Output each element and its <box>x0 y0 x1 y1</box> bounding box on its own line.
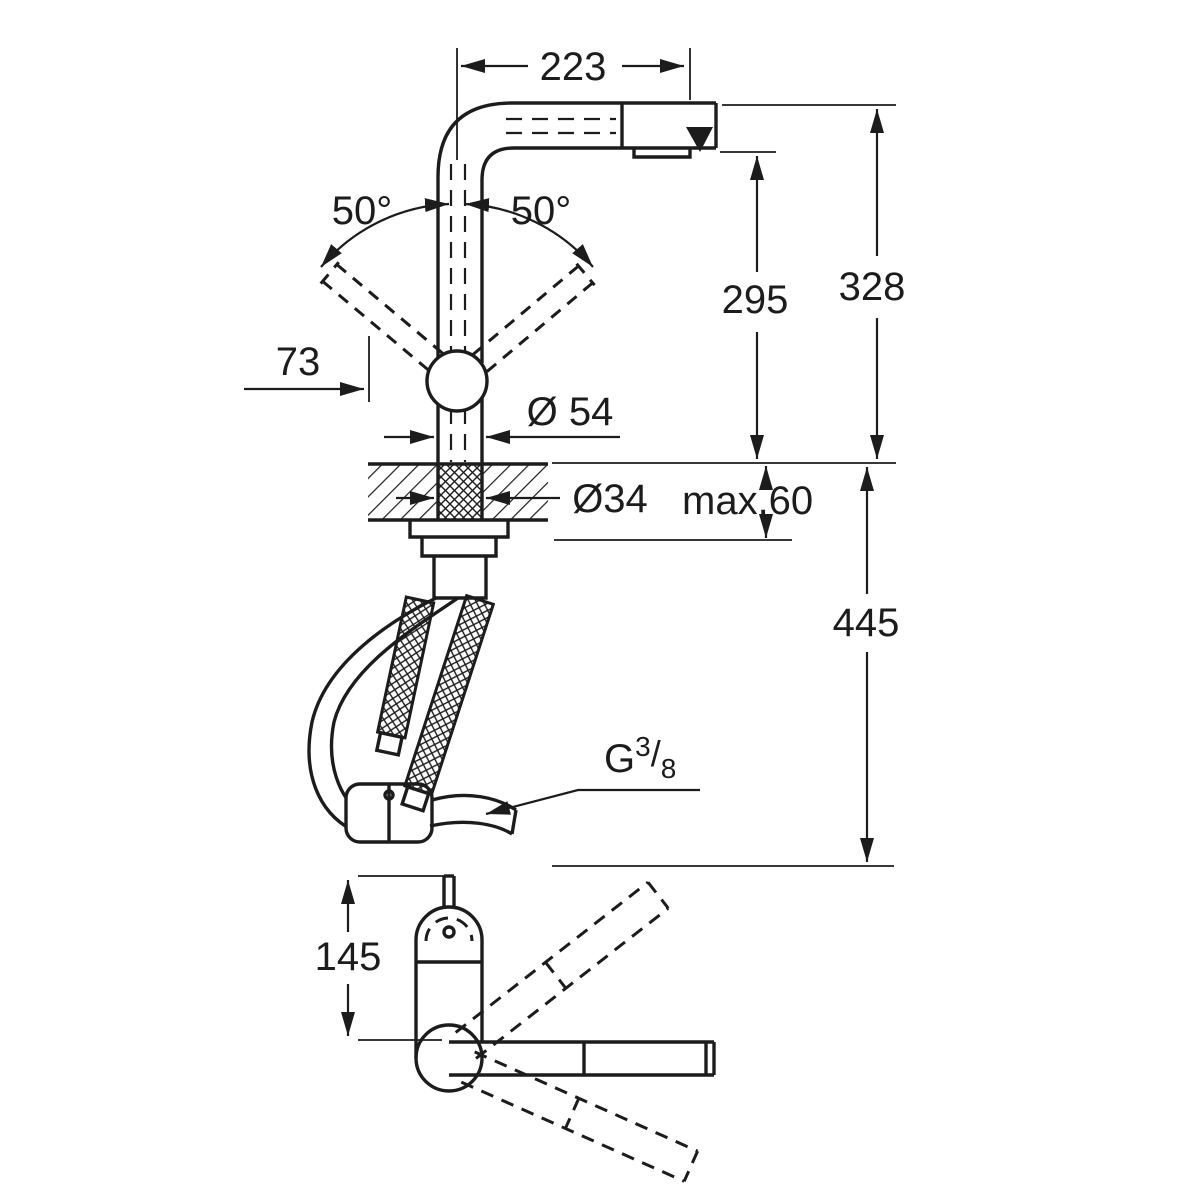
thread-slash: / <box>651 733 661 774</box>
dim-hole-diameter: Ø34 <box>572 477 648 521</box>
lever-position-right <box>471 262 596 373</box>
angle-arc-left <box>320 198 450 268</box>
plan-view: 145 <box>315 874 716 1183</box>
thread-numerator: 3 <box>635 731 651 762</box>
hose-centerlines <box>449 117 616 462</box>
thread-size-callout: G3/8 <box>485 731 700 816</box>
threaded-shank-section <box>438 464 482 520</box>
dim-angle-left: 50° <box>332 189 393 233</box>
angle-arc-right <box>464 198 594 268</box>
supply-hose-left <box>374 595 436 757</box>
plan-body <box>414 874 484 1093</box>
dimension-max-60: max.60 <box>554 466 813 541</box>
dimension-145: 145 <box>315 875 448 1041</box>
thread-size-label: G3/8 <box>604 731 676 784</box>
side-view: 223 50° 50° 73 Ø 54 Ø34 max.60 <box>244 45 906 867</box>
dimension-diameter-54: Ø 54 <box>384 390 620 444</box>
supply-hose-right <box>400 593 496 813</box>
lever-ball-joint <box>425 349 489 413</box>
dim-max-thickness: max.60 <box>682 479 813 523</box>
dimension-445: 445 <box>552 467 900 867</box>
plan-spout-swung-down <box>460 1050 699 1183</box>
plan-spout <box>449 1040 716 1077</box>
lever-position-left <box>319 261 444 372</box>
dimension-223: 223 <box>456 45 691 160</box>
dim-angle-right: 50° <box>511 189 572 233</box>
dim-lever-offset: 73 <box>276 340 321 384</box>
plan-dome-hidden-edge <box>424 916 474 942</box>
dim-spout-reach: 223 <box>540 45 607 89</box>
plan-spout-swung-up <box>454 881 670 1060</box>
hose-connector-left <box>374 730 405 757</box>
pullout-hose-loop <box>307 596 518 844</box>
dim-below-counter: 445 <box>833 601 900 645</box>
thread-prefix: G <box>604 737 635 781</box>
spray-outlet-mark <box>686 127 713 152</box>
dim-base-diameter: Ø 54 <box>527 390 614 434</box>
plan-cartridge-screw <box>442 925 456 939</box>
mounting-hardware <box>408 520 510 600</box>
dim-clearance-height: 295 <box>722 278 789 322</box>
countertop-section <box>368 462 548 522</box>
dim-plan-depth: 145 <box>315 935 382 979</box>
dim-total-height: 328 <box>839 265 906 309</box>
thread-denominator: 8 <box>661 753 677 784</box>
dimension-295: 295 <box>720 151 789 459</box>
dimension-328: 328 <box>552 104 906 464</box>
dimension-diameter-34: Ø34 <box>396 477 648 521</box>
plan-swivel-pivot <box>414 1023 484 1093</box>
hose-connector-right <box>400 784 431 813</box>
spray-face <box>632 148 692 159</box>
dimension-73: 73 <box>244 336 370 402</box>
